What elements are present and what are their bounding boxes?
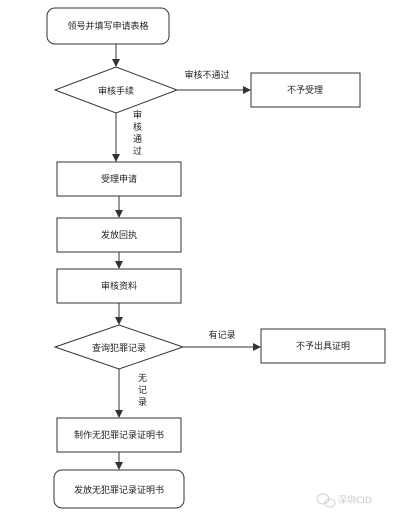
- review-pass-label: 审核通过: [133, 109, 142, 157]
- accept-node: 受理申请: [56, 161, 182, 197]
- verify-node: 审核资料: [56, 268, 182, 304]
- accept-label: 受理申请: [101, 173, 137, 185]
- verify-label: 审核资料: [101, 280, 137, 292]
- start-node: 领号并填写申请表格: [46, 7, 170, 45]
- has-record-label: 有记录: [208, 329, 235, 341]
- review-decision-label: 审核手续: [98, 85, 134, 97]
- make-certificate-node: 制作无犯罪记录证明书: [56, 417, 182, 453]
- watermark: 深圳CID: [316, 493, 372, 508]
- review-fail-label: 审核不通过: [184, 69, 229, 81]
- review-decision-node: 审核手续: [53, 66, 179, 114]
- issue-certificate-node: 发放无犯罪记录证明书: [53, 469, 185, 509]
- no-record-label: 无记录: [138, 373, 147, 408]
- record-decision-label: 查询犯罪记录: [92, 342, 146, 354]
- no-certificate-node: 不予出具证明: [260, 328, 386, 364]
- make-certificate-label: 制作无犯罪记录证明书: [74, 429, 164, 441]
- watermark-text: 深圳CID: [338, 495, 372, 506]
- reject-node: 不予受理: [250, 72, 361, 108]
- receipt-node: 发放回执: [56, 217, 182, 253]
- record-decision-node: 查询犯罪记录: [53, 324, 185, 370]
- issue-certificate-label: 发放无犯罪记录证明书: [74, 484, 164, 496]
- start-label: 领号并填写申请表格: [67, 20, 148, 32]
- receipt-label: 发放回执: [101, 229, 137, 241]
- reject-label: 不予受理: [287, 84, 323, 96]
- wechat-icon: [316, 493, 336, 508]
- no-certificate-label: 不予出具证明: [296, 340, 350, 352]
